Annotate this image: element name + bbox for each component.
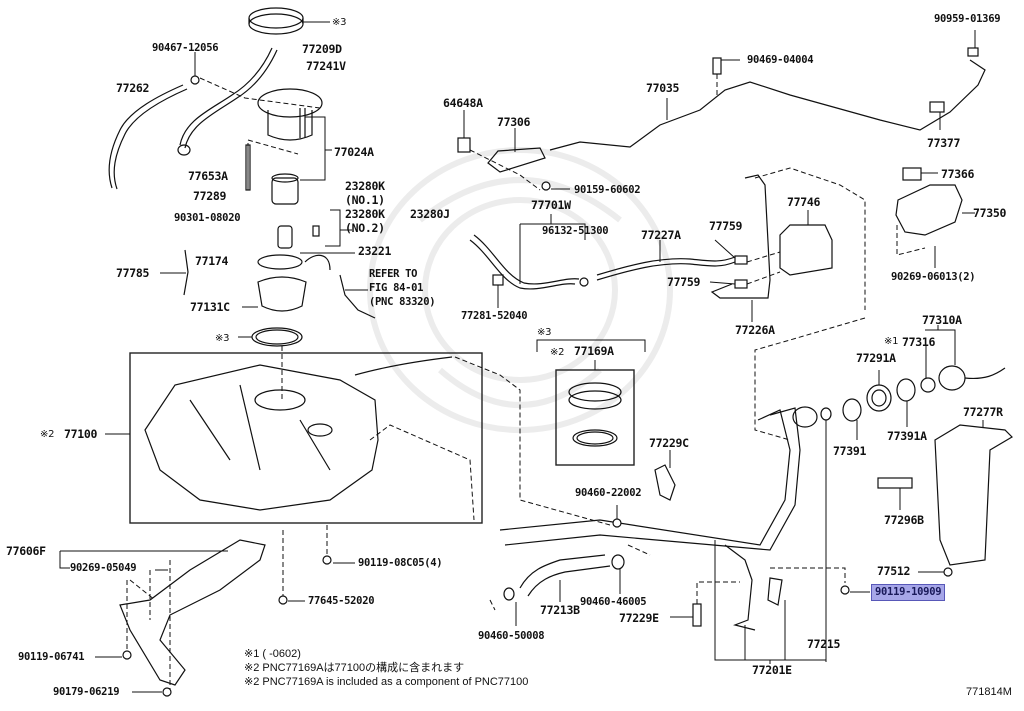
callout-77215[interactable]: 77215 (807, 637, 841, 651)
callout-77746[interactable]: 77746 (787, 195, 821, 209)
callout-77201E[interactable]: 77201E (752, 663, 792, 677)
callout-77785[interactable]: 77785 (116, 266, 150, 280)
footnote-2-japanese: ※2 PNC77169Aは77100の構成に含まれます (244, 662, 465, 674)
callout-77229E[interactable]: 77229E (619, 611, 659, 625)
callout-77100[interactable]: 77100 (64, 427, 98, 441)
callout-77226A[interactable]: 77226A (735, 323, 775, 337)
callout-23221[interactable]: 23221 (358, 244, 392, 258)
refer-to-line1: REFER TO (369, 268, 418, 280)
callout-90119-06741[interactable]: 90119-06741 (18, 651, 85, 663)
fuel-cap[interactable] (938, 365, 966, 391)
hose-77213B[interactable] (519, 554, 611, 597)
callout-77174[interactable]: 77174 (195, 254, 229, 268)
callout-90179-06219[interactable]: 90179-06219 (53, 686, 120, 698)
hose-77209D[interactable] (177, 47, 278, 156)
callout-77606F[interactable]: 77606F (6, 544, 46, 558)
callout-90460-50008[interactable]: 90460-50008 (478, 630, 545, 642)
callout-77213B[interactable]: 77213B (540, 603, 580, 617)
refer-to-line3: (PNC 83320) (369, 296, 436, 308)
callout-90959-01369[interactable]: 90959-01369 (934, 13, 1001, 25)
note-mark-3-kit: ※3 (537, 327, 552, 338)
hose-77262[interactable] (108, 84, 188, 190)
filler-bracket-77201E[interactable] (724, 544, 783, 631)
refer-to-link-fig-84-01[interactable]: FIG 84-01 (369, 282, 424, 294)
callout-77759-lower[interactable]: 77759 (667, 275, 701, 289)
callout-90301-08020[interactable]: 90301-08020 (174, 212, 241, 224)
callout-77035[interactable]: 77035 (646, 81, 680, 95)
callout-77241V[interactable]: 77241V (306, 59, 346, 73)
callout-90460-22002[interactable]: 90460-22002 (575, 487, 642, 499)
fuel-tank[interactable] (144, 364, 379, 511)
callout-90460-46005[interactable]: 90460-46005 (580, 596, 647, 608)
callout-23280K-no1-sub: (NO.1) (345, 193, 385, 207)
callout-23280J[interactable]: 23280J (410, 207, 450, 221)
callout-77653A[interactable]: 77653A (188, 169, 228, 183)
callout-77289[interactable]: 77289 (193, 189, 227, 203)
callout-77316[interactable]: 77316 (902, 335, 936, 349)
callout-77281-52040[interactable]: 77281-52040 (461, 310, 528, 322)
filler-splash-shield[interactable] (934, 424, 1013, 566)
callout-77759-upper[interactable]: 77759 (709, 219, 743, 233)
callout-90469-04004[interactable]: 90469-04004 (747, 54, 814, 66)
callout-23280K-no1[interactable]: 23280K (345, 179, 385, 193)
callout-77645-52020[interactable]: 77645-52020 (308, 595, 375, 607)
clamp-77229C[interactable] (654, 464, 676, 501)
fuel-tank-box (129, 352, 483, 524)
hose-77227A[interactable] (596, 256, 736, 281)
callout-90119-08C05[interactable]: 90119-08C05(4) (358, 557, 443, 569)
fuel-pump-module[interactable] (257, 88, 323, 141)
fuel-lid-opener[interactable] (487, 147, 546, 173)
callout-77512[interactable]: 77512 (877, 564, 911, 578)
callout-90119-10909-selected[interactable]: 90119-10909 (871, 584, 946, 601)
callout-77229C[interactable]: 77229C (649, 436, 689, 450)
pump-bracket[interactable] (257, 276, 307, 312)
canister-77746[interactable] (779, 224, 833, 276)
footnote-2-english: ※2 PNC77169A is included as a component … (244, 676, 529, 688)
fuel-tank-protector[interactable] (119, 539, 266, 686)
callout-23280K-no2[interactable]: 23280K (345, 207, 385, 221)
callout-64648A[interactable]: 64648A (443, 96, 483, 110)
callout-77701W[interactable]: 77701W (531, 198, 571, 212)
callout-90269-05049[interactable]: 90269-05049 (70, 562, 137, 574)
callout-77391[interactable]: 77391 (833, 444, 867, 458)
filler-pipe[interactable] (499, 407, 801, 551)
opener-bracket[interactable] (457, 137, 471, 153)
catalog-number: 771814M (966, 686, 1012, 698)
callout-77391A[interactable]: 77391A (887, 429, 927, 443)
note-mark-3-gasket: ※3 (215, 333, 230, 344)
callout-77306[interactable]: 77306 (497, 115, 531, 129)
footnote-1: ※1 ( -0602) (244, 648, 301, 660)
callout-77350[interactable]: 77350 (973, 206, 1007, 220)
callout-77024A[interactable]: 77024A (334, 145, 374, 159)
callout-77227A[interactable]: 77227A (641, 228, 681, 242)
lock-ring-part[interactable] (248, 7, 304, 35)
callout-77291A[interactable]: 77291A (856, 351, 896, 365)
note-mark-3-top: ※3 (332, 17, 347, 28)
fuel-filter[interactable] (271, 173, 299, 205)
callout-23280K-no2-sub: (NO.2) (345, 221, 385, 235)
callout-90269-06013[interactable]: 90269-06013(2) (891, 271, 976, 283)
fuel-lid-cable[interactable] (549, 59, 986, 151)
callout-77169A[interactable]: 77169A (574, 344, 614, 358)
callout-77209D[interactable]: 77209D (302, 42, 342, 56)
callout-90467-12056[interactable]: 90467-12056 (152, 42, 219, 54)
callout-77377[interactable]: 77377 (927, 136, 961, 150)
callout-96132-51300[interactable]: 96132-51300 (542, 225, 609, 237)
callout-77310A[interactable]: 77310A (922, 313, 962, 327)
fuel-filler-lid[interactable] (895, 184, 963, 236)
callout-77296B[interactable]: 77296B (884, 513, 924, 527)
note-mark-2-kit: ※2 (550, 347, 565, 358)
lock-ring-kit-box (555, 369, 635, 466)
callout-77277R[interactable]: 77277R (963, 405, 1003, 419)
callout-77262[interactable]: 77262 (116, 81, 150, 95)
clamp-77229E[interactable] (692, 603, 702, 627)
callout-90159-60602[interactable]: 90159-60602 (574, 184, 641, 196)
note-mark-1-cap: ※1 (884, 336, 899, 347)
note-mark-2-tank: ※2 (40, 429, 55, 440)
callout-77366[interactable]: 77366 (941, 167, 975, 181)
callout-77131C[interactable]: 77131C (190, 300, 230, 314)
